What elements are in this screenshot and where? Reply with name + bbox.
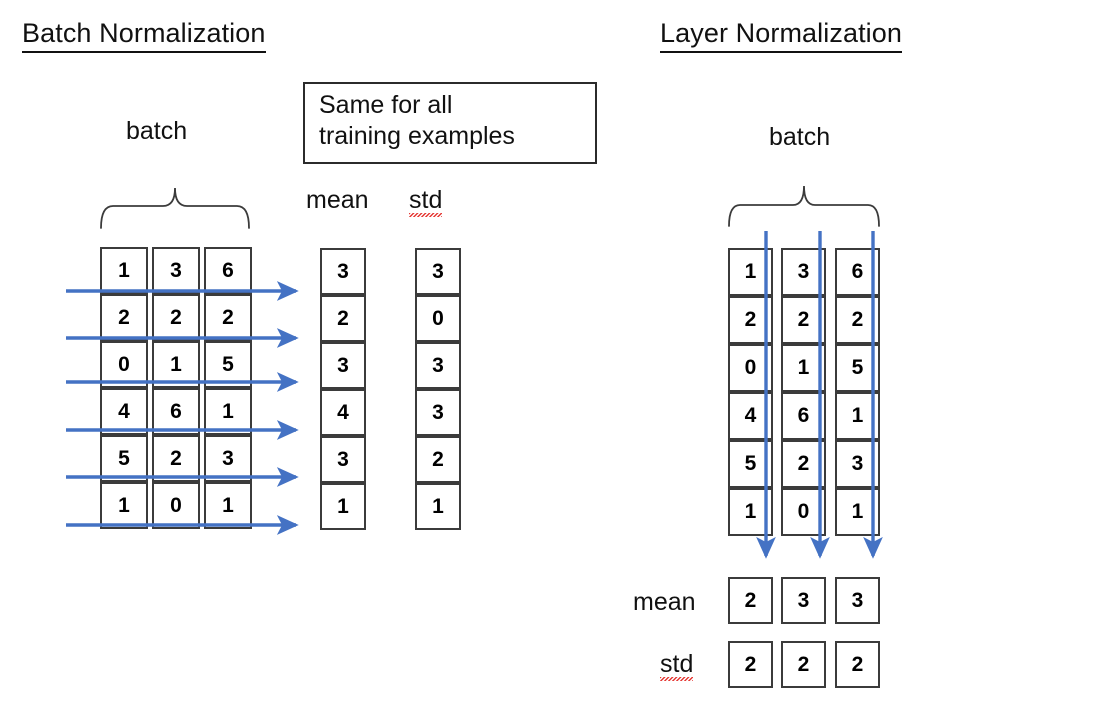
- batch-norm-std-cell-4: 3: [415, 389, 461, 436]
- batch-norm-cell-r4-c1: 4: [100, 388, 148, 435]
- batch-norm-std-cell-2: 0: [415, 295, 461, 342]
- right-batch-label: batch: [769, 123, 831, 151]
- batch-norm-std-cell-5: 2: [415, 436, 461, 483]
- batch-norm-cell-r5-c3: 3: [204, 435, 252, 482]
- left-std-label-text: std: [409, 186, 443, 217]
- batch-norm-cell-r2-c1: 2: [100, 294, 148, 341]
- batch-norm-cell-r4-c3: 1: [204, 388, 252, 435]
- batch-norm-mean-cell-3: 3: [320, 342, 366, 389]
- batch-normalization-title: Batch Normalization: [22, 18, 266, 53]
- batch-norm-cell-r1-c2: 3: [152, 247, 200, 294]
- layer-norm-cell-r6-c2: 0: [781, 488, 826, 536]
- layer-norm-cell-r6-c3: 1: [835, 488, 880, 536]
- batch-norm-cell-r1-c1: 1: [100, 247, 148, 294]
- left-std-label: std: [409, 186, 443, 217]
- batch-norm-mean-cell-4: 4: [320, 389, 366, 436]
- batch-norm-cell-r2-c2: 2: [152, 294, 200, 341]
- left-mean-label: mean: [306, 186, 369, 214]
- layer-norm-mean-cell-2: 3: [781, 577, 826, 624]
- batch-norm-mean-cell-5: 3: [320, 436, 366, 483]
- right-batch-brace: [728, 185, 880, 227]
- layer-norm-cell-r3-c2: 1: [781, 344, 826, 392]
- layer-norm-cell-r4-c3: 1: [835, 392, 880, 440]
- layer-norm-cell-r5-c3: 3: [835, 440, 880, 488]
- layer-norm-cell-r1-c3: 6: [835, 248, 880, 296]
- right-std-label-text: std: [660, 650, 694, 681]
- layer-norm-std-cell-2: 2: [781, 641, 826, 688]
- batch-norm-mean-cell-1: 3: [320, 248, 366, 295]
- batch-norm-cell-r5-c1: 5: [100, 435, 148, 482]
- batch-norm-cell-r6-c3: 1: [204, 482, 252, 529]
- layer-norm-cell-r3-c1: 0: [728, 344, 773, 392]
- layer-norm-cell-r5-c2: 2: [781, 440, 826, 488]
- right-std-label: std: [660, 650, 694, 681]
- layer-norm-cell-r2-c1: 2: [728, 296, 773, 344]
- batch-norm-cell-r3-c3: 5: [204, 341, 252, 388]
- layer-norm-cell-r2-c2: 2: [781, 296, 826, 344]
- layer-norm-cell-r4-c2: 6: [781, 392, 826, 440]
- batch-norm-mean-cell-2: 2: [320, 295, 366, 342]
- right-mean-label: mean: [633, 588, 696, 616]
- layer-norm-cell-r2-c3: 2: [835, 296, 880, 344]
- batch-norm-std-cell-1: 3: [415, 248, 461, 295]
- layer-norm-cell-r6-c1: 1: [728, 488, 773, 536]
- batch-norm-std-cell-6: 1: [415, 483, 461, 530]
- layer-norm-cell-r5-c1: 5: [728, 440, 773, 488]
- layer-norm-mean-cell-1: 2: [728, 577, 773, 624]
- layer-normalization-title: Layer Normalization: [660, 18, 902, 53]
- batch-norm-cell-r6-c1: 1: [100, 482, 148, 529]
- layer-norm-cell-r1-c2: 3: [781, 248, 826, 296]
- layer-norm-cell-r3-c3: 5: [835, 344, 880, 392]
- batch-norm-cell-r1-c3: 6: [204, 247, 252, 294]
- batch-norm-cell-r6-c2: 0: [152, 482, 200, 529]
- left-batch-label: batch: [126, 117, 188, 145]
- layer-norm-cell-r1-c1: 1: [728, 248, 773, 296]
- batch-norm-cell-r2-c3: 2: [204, 294, 252, 341]
- batch-norm-mean-cell-6: 1: [320, 483, 366, 530]
- layer-norm-std-cell-3: 2: [835, 641, 880, 688]
- layer-norm-std-cell-1: 2: [728, 641, 773, 688]
- layer-norm-mean-cell-3: 3: [835, 577, 880, 624]
- left-batch-brace: [100, 187, 250, 229]
- batch-norm-cell-r5-c2: 2: [152, 435, 200, 482]
- batch-norm-cell-r3-c2: 1: [152, 341, 200, 388]
- same-for-all-callout: Same for all training examples: [303, 82, 597, 164]
- batch-norm-cell-r3-c1: 0: [100, 341, 148, 388]
- layer-norm-cell-r4-c1: 4: [728, 392, 773, 440]
- batch-norm-cell-r4-c2: 6: [152, 388, 200, 435]
- batch-norm-std-cell-3: 3: [415, 342, 461, 389]
